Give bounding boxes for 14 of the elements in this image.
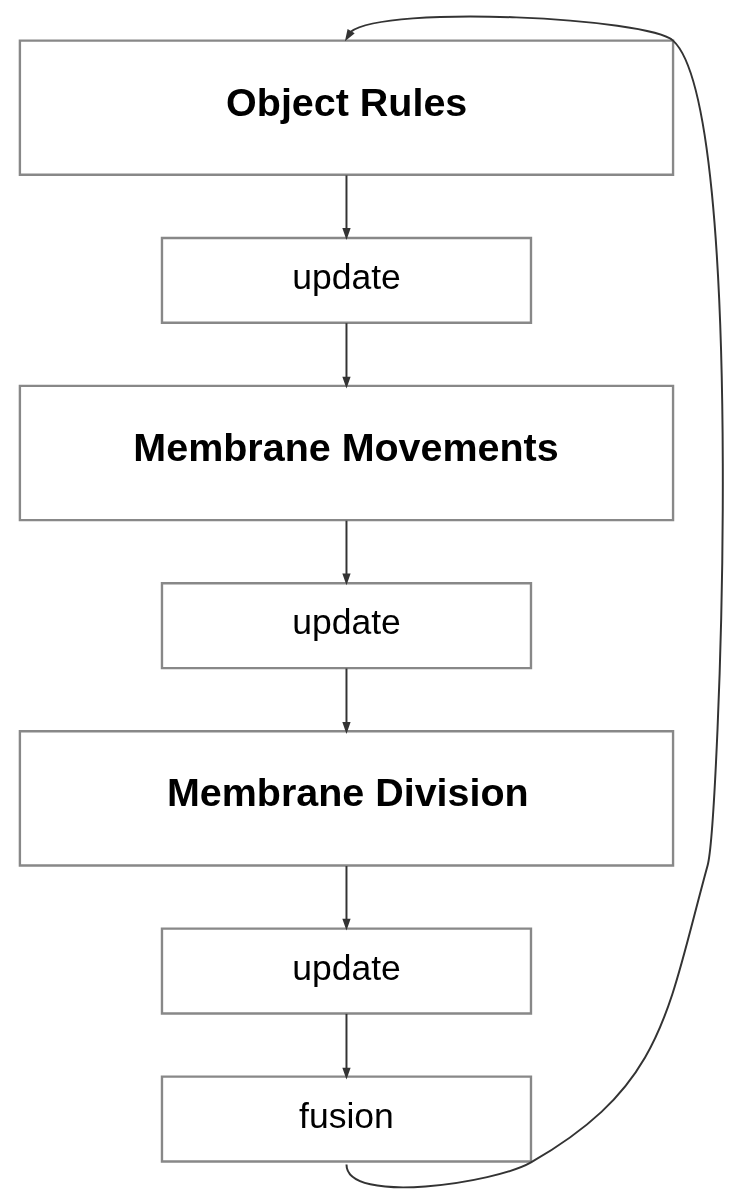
node-box: Object Rules	[18, 39, 674, 176]
arrow	[341, 174, 351, 240]
node-box: Membrane Division	[18, 730, 674, 867]
node-box: update	[160, 236, 532, 324]
node-box: fusion	[160, 1075, 532, 1163]
arrow	[344, 15, 724, 1189]
node-box: update	[160, 582, 532, 670]
arrow	[341, 865, 351, 931]
node-box: update	[160, 927, 532, 1015]
arrow	[341, 322, 351, 389]
arrow	[341, 1012, 351, 1080]
arrow	[341, 519, 351, 586]
arrow	[341, 667, 351, 734]
node-box: Membrane Movements	[18, 384, 674, 522]
